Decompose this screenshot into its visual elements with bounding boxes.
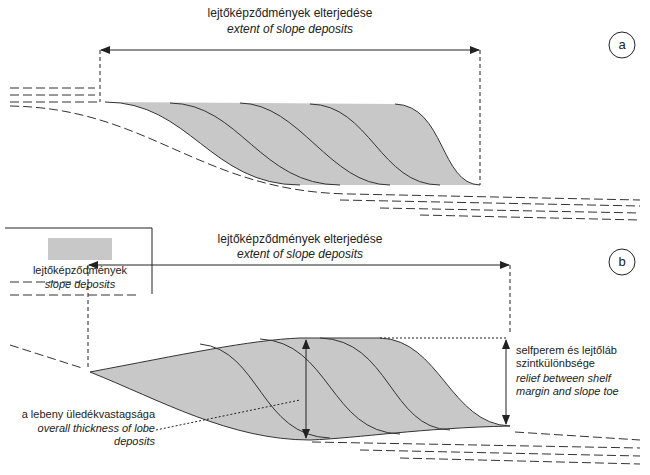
annotation-label: lejtőképződmények elterjedése xyxy=(140,6,440,20)
annotation-label: extent of slope deposits xyxy=(140,22,440,36)
annotation-label: b xyxy=(608,254,636,269)
annotation-label: selfperem és lejtőláb szintkülönbsége xyxy=(516,344,636,370)
annotation-label: slope deposits xyxy=(10,278,150,291)
annotation-label: extent of slope deposits xyxy=(140,247,460,261)
annotation-label: relief between shelf margin and slope to… xyxy=(516,372,636,398)
legend-text: lejtőképződmények xyxy=(10,264,150,277)
annotation-label: overall thickness of lobe deposits xyxy=(3,422,155,448)
annotation-label: a lebeny üledékvastagsága xyxy=(3,408,155,421)
annotation-label: a xyxy=(608,37,636,52)
panel-a xyxy=(5,32,640,294)
annotation-label: lejtőképződmények elterjedése xyxy=(140,232,460,246)
legend-swatch xyxy=(48,238,112,260)
